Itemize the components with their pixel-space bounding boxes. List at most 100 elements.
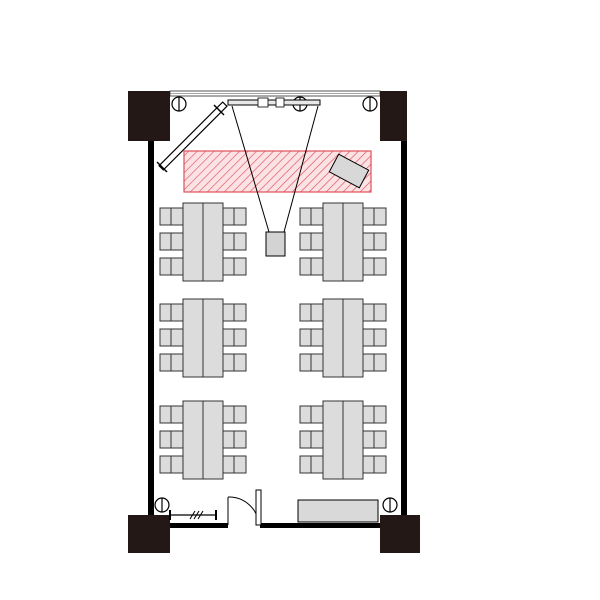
downlight-icon	[382, 497, 398, 513]
chair	[373, 455, 387, 474]
chair	[222, 328, 236, 347]
chair	[373, 207, 387, 226]
table	[182, 400, 204, 480]
chair	[170, 405, 184, 424]
table	[182, 298, 204, 378]
storage-counter	[297, 499, 379, 523]
chair	[362, 353, 376, 372]
chair	[362, 430, 376, 449]
chair	[299, 232, 313, 251]
table	[182, 202, 204, 282]
chair	[170, 207, 184, 226]
left-wall	[148, 135, 154, 530]
table-group	[159, 298, 247, 378]
chair	[373, 328, 387, 347]
chair	[310, 455, 324, 474]
chair	[159, 328, 173, 347]
table-group	[159, 400, 247, 480]
chair	[170, 455, 184, 474]
table	[322, 202, 344, 282]
chair	[159, 455, 173, 474]
chair	[159, 405, 173, 424]
chair	[170, 257, 184, 276]
chair	[222, 232, 236, 251]
chair	[233, 430, 247, 449]
downlight-icon	[171, 96, 187, 112]
chair	[373, 257, 387, 276]
chair	[222, 353, 236, 372]
projection-cone	[231, 105, 319, 233]
chair	[222, 257, 236, 276]
chair	[299, 303, 313, 322]
bottom-wall-left	[148, 523, 228, 528]
table-group	[159, 202, 247, 282]
chair	[233, 405, 247, 424]
chair	[299, 353, 313, 372]
chair	[170, 353, 184, 372]
chair	[310, 257, 324, 276]
chair	[233, 455, 247, 474]
chair	[233, 257, 247, 276]
chair	[310, 207, 324, 226]
downlight-icon	[362, 96, 378, 112]
table	[342, 202, 364, 282]
chair	[170, 232, 184, 251]
chair	[222, 430, 236, 449]
right-wall	[401, 135, 407, 530]
table	[342, 400, 364, 480]
chair	[159, 257, 173, 276]
chair	[233, 353, 247, 372]
column-bottom-left	[128, 515, 170, 553]
chair	[373, 430, 387, 449]
chair	[362, 303, 376, 322]
chair	[362, 328, 376, 347]
chair	[310, 405, 324, 424]
table	[202, 400, 224, 480]
chair	[299, 405, 313, 424]
table	[322, 298, 344, 378]
chair	[299, 328, 313, 347]
chair	[159, 303, 173, 322]
chair	[373, 405, 387, 424]
chair	[299, 257, 313, 276]
chair	[362, 207, 376, 226]
chair	[159, 430, 173, 449]
chair	[310, 303, 324, 322]
chair	[233, 232, 247, 251]
table-group	[299, 202, 387, 282]
chair	[310, 430, 324, 449]
chair	[170, 303, 184, 322]
column-top-right	[380, 91, 407, 141]
columns	[128, 91, 420, 553]
column-bottom-right	[380, 515, 420, 553]
chair	[159, 207, 173, 226]
chair	[373, 232, 387, 251]
table-group	[299, 298, 387, 378]
chair	[159, 232, 173, 251]
table-group	[299, 400, 387, 480]
chair	[233, 328, 247, 347]
lectern	[328, 153, 370, 189]
chair	[362, 455, 376, 474]
chair	[362, 232, 376, 251]
chair	[222, 303, 236, 322]
chair	[299, 455, 313, 474]
table	[202, 298, 224, 378]
table	[342, 298, 364, 378]
chair	[170, 430, 184, 449]
chair	[362, 257, 376, 276]
bottom-wall-right	[260, 523, 407, 528]
chair	[159, 353, 173, 372]
chair	[373, 303, 387, 322]
chair	[299, 207, 313, 226]
chair	[233, 207, 247, 226]
chair	[299, 430, 313, 449]
partition-icon	[156, 101, 228, 173]
chair	[233, 303, 247, 322]
rail-partition	[169, 510, 217, 520]
projector-screen-icon	[227, 97, 321, 108]
chair	[362, 405, 376, 424]
chair	[222, 405, 236, 424]
chair	[310, 232, 324, 251]
